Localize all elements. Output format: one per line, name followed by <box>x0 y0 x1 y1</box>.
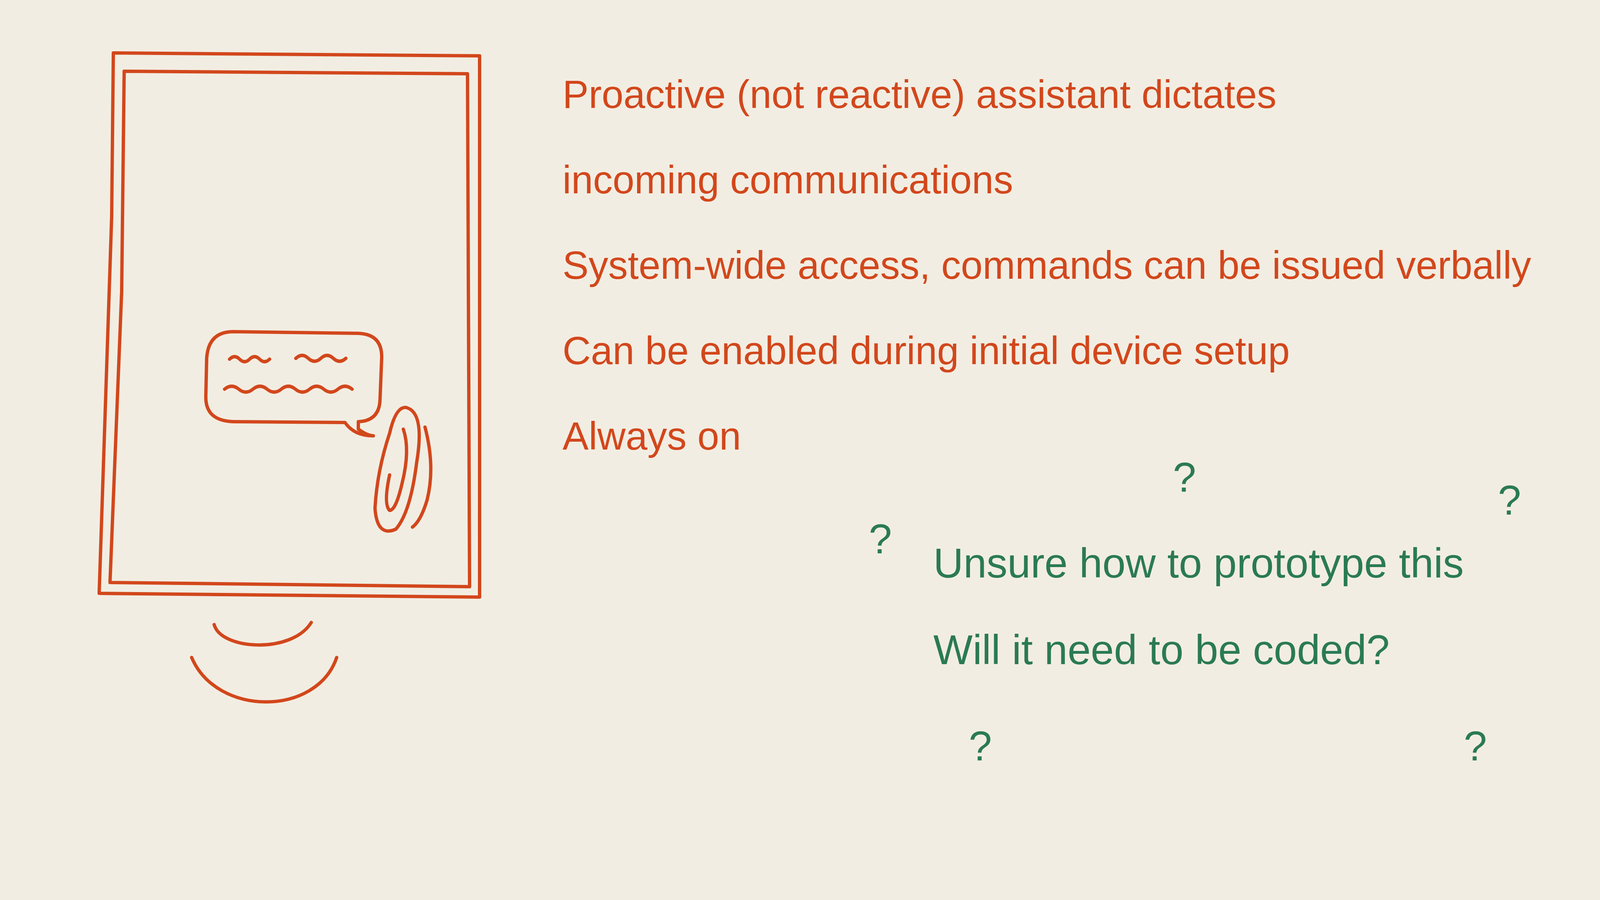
device-inner-frame <box>110 71 470 587</box>
note-text: System-wide access, commands can be issu… <box>562 222 1575 308</box>
note-text: Always on <box>562 393 1575 479</box>
note-text: Can be enabled during initial device set… <box>562 307 1575 394</box>
text-squiggle <box>224 386 353 393</box>
sound-wave <box>214 622 312 645</box>
question-mark: ? <box>1497 477 1522 523</box>
text-squiggle <box>295 355 346 362</box>
text-squiggle <box>229 356 270 362</box>
question-mark: ? <box>868 515 893 562</box>
question-mark: ? <box>1172 454 1197 500</box>
speech-bubble <box>205 331 382 436</box>
note-text: Proactive (not reactive) assistant dicta… <box>562 51 1375 223</box>
ear-inner <box>386 429 407 511</box>
question-text: Unsure how to prototype this <box>933 519 1584 607</box>
questions-column: Unsure how to prototype thisWill it need… <box>933 519 1584 693</box>
ear-outline <box>375 407 420 532</box>
notes-column: Proactive (not reactive) assistant dicta… <box>562 51 1575 479</box>
device-outer-frame <box>99 52 480 598</box>
question-text: Will it need to be coded? <box>933 606 1584 693</box>
question-mark: ? <box>1463 722 1488 769</box>
sound-wave <box>191 657 337 703</box>
ear-outer-arc <box>412 427 431 528</box>
question-mark: ? <box>968 722 993 769</box>
